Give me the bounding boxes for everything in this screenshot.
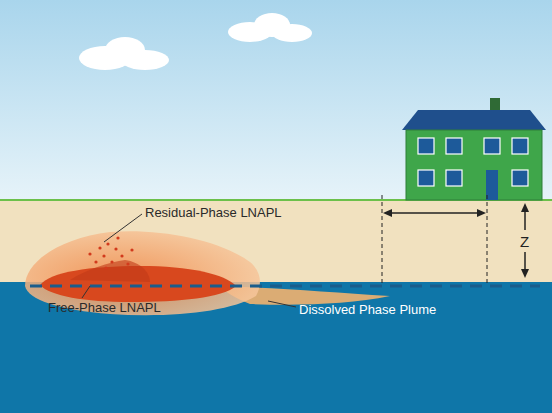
house	[402, 98, 546, 200]
plume-label: Dissolved Phase Plume	[299, 302, 436, 317]
dimension-arrowheads	[383, 203, 529, 278]
leader-lines	[82, 214, 296, 307]
phase-label: Residual-Phase LNAPL	[145, 205, 282, 220]
groundwater	[0, 282, 552, 413]
residual-dots	[88, 236, 133, 269]
phase-label: Free-Phase LNAPL	[48, 300, 161, 315]
sky	[0, 0, 552, 200]
dimension-lines	[382, 195, 525, 284]
dimension-label: Z	[520, 234, 529, 249]
clouds	[79, 13, 312, 70]
water-table	[30, 285, 540, 288]
